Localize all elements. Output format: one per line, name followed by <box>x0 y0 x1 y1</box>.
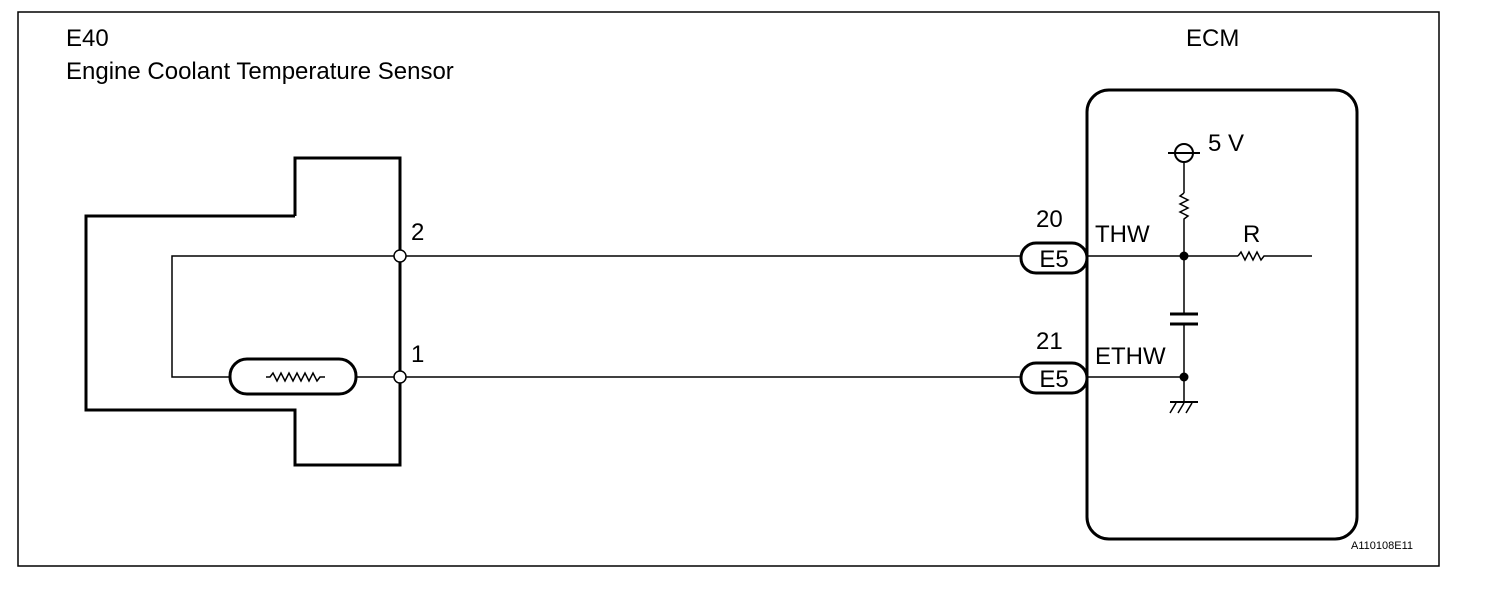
sensor-code: E40 <box>66 25 109 52</box>
ethw-label: ETHW <box>1095 343 1166 370</box>
sensor-pin-1-label: 1 <box>411 341 424 368</box>
junction-ethw <box>1179 372 1189 382</box>
terminal-20-pin: 20 <box>1036 206 1063 233</box>
thermistor-capsule <box>228 357 358 396</box>
figure-id: A110108E11 <box>1351 540 1413 552</box>
thermistor-resistor-icon <box>266 371 325 383</box>
sensor-pin-2-node <box>393 249 407 263</box>
terminal-21-connector <box>1019 361 1089 395</box>
pullup-resistor-r-icon <box>1237 250 1312 262</box>
sensor-name: Engine Coolant Temperature Sensor <box>66 58 454 85</box>
sensor-pin-1-node <box>393 370 407 384</box>
terminal-20-connector-label: E5 <box>1039 246 1068 273</box>
sensor-internal-wire <box>171 255 400 378</box>
supply-5v-label: 5 V <box>1208 130 1244 157</box>
terminal-21-pin: 21 <box>1036 328 1063 355</box>
terminal-21-connector-label: E5 <box>1039 366 1068 393</box>
pullup-resistor-icon <box>1178 192 1190 256</box>
resistor-r-label: R <box>1243 221 1260 248</box>
ecm-box <box>1085 88 1359 541</box>
ground-icon <box>1169 401 1198 414</box>
diagram-frame <box>17 11 1440 567</box>
junction-thw <box>1179 251 1189 261</box>
terminal-20-connector <box>1019 241 1089 275</box>
ecm-title: ECM <box>1186 25 1239 52</box>
sensor-body-outline <box>84 156 402 467</box>
sensor-pin-2-label: 2 <box>411 219 424 246</box>
thw-label: THW <box>1095 221 1150 248</box>
